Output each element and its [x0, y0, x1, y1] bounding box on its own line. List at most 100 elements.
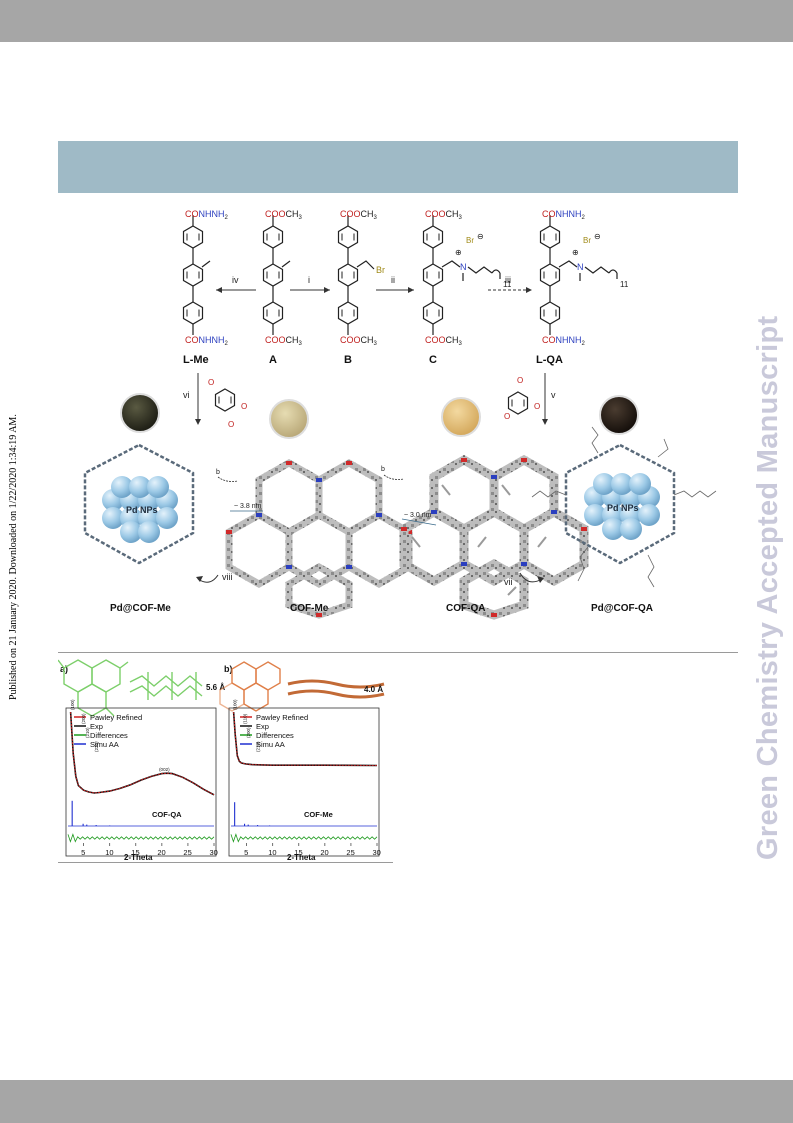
- arrow-step-v: v O O O: [504, 373, 556, 425]
- cof-qa-lattice: ~ 3.0 nm b: [381, 454, 589, 620]
- svg-text:⊖: ⊖: [477, 232, 484, 241]
- label-lqa: L-QA: [536, 354, 563, 366]
- photo-pd-cof-me-powder: [120, 393, 160, 433]
- svg-text:vi: vi: [183, 390, 190, 400]
- publication-sidebar: Published on 21 January 2020. Downloaded…: [8, 414, 19, 700]
- differences-line: [67, 833, 215, 843]
- x-tick-label: 20: [320, 848, 328, 857]
- page-header-bar: [0, 0, 793, 42]
- photo-pd-cof-qa-powder: [599, 395, 639, 435]
- pd-cof-me-structure: Pd NPs: [83, 443, 195, 565]
- svg-text:O: O: [228, 420, 234, 429]
- svg-text:⊖: ⊖: [594, 232, 601, 241]
- scheme-caption-band: [58, 141, 738, 193]
- svg-text:i: i: [308, 275, 310, 285]
- svg-text:O: O: [208, 378, 214, 387]
- chart-a-xlabel: 2-Theta: [124, 853, 153, 862]
- svg-text:Br: Br: [466, 236, 474, 245]
- peak-label: (100): [70, 699, 75, 710]
- arrow-step-vi: vi O O O: [183, 373, 247, 429]
- page-footer-bar: [0, 1080, 793, 1123]
- x-tick-label: 10: [268, 848, 276, 857]
- svg-text:COOCH3: COOCH3: [340, 335, 378, 347]
- cof-qa-model-image: [58, 659, 203, 717]
- peak-label: (200): [246, 727, 251, 738]
- peak-label: (002): [159, 767, 170, 772]
- svg-text:N: N: [460, 262, 467, 272]
- svg-text:viii: viii: [222, 572, 233, 582]
- compound-lqa: N ⊕ Br ⊖ 11 CONHNH2 CONHNH2 L-QA: [536, 209, 629, 366]
- chart-b-xlabel: 2-Theta: [287, 853, 316, 862]
- svg-text:Simu AA: Simu AA: [256, 740, 285, 749]
- x-tick-label: 5: [244, 848, 248, 857]
- label-b: B: [344, 354, 352, 366]
- svg-text:vii: vii: [504, 577, 513, 587]
- peak-label: (100): [233, 699, 238, 710]
- compound-b: Br COOCH3 COOCH3 B: [339, 209, 385, 366]
- chart-a-legend: Pawley Refined Exp Differences Simu AA: [74, 713, 142, 749]
- svg-text:Pawley Refined: Pawley Refined: [90, 713, 142, 722]
- cof-me-lattice: ~ 3.8 nm b: [216, 458, 413, 619]
- svg-text:N: N: [577, 262, 584, 272]
- x-tick-label: 25: [183, 848, 191, 857]
- chart-a-annotation: COF-QA: [152, 810, 182, 819]
- label-pd-nps-left: Pd NPs: [126, 505, 158, 515]
- x-tick-label: 30: [210, 848, 218, 857]
- label-c: C: [429, 354, 437, 366]
- svg-text:CONHNH2: CONHNH2: [185, 209, 229, 221]
- arrow-step-viii: viii: [196, 572, 233, 583]
- label-a: A: [269, 354, 277, 366]
- svg-text:Br: Br: [376, 265, 385, 275]
- svg-text:iv: iv: [232, 275, 239, 285]
- compound-c: N ⊕ Br ⊖ 11 COOCH3 COOCH3 C: [424, 209, 512, 366]
- peak-label: (220): [94, 741, 99, 752]
- compound-lme: CONHNH2 CONHNH2 L-Me: [183, 209, 229, 366]
- svg-text:CONHNH2: CONHNH2: [185, 335, 229, 347]
- x-tick-label: 5: [81, 848, 85, 857]
- svg-text:COOCH3: COOCH3: [425, 209, 463, 221]
- photo-cof-me-powder: [269, 399, 309, 439]
- svg-text:11: 11: [503, 280, 512, 289]
- arrow-step-iv: iv: [216, 275, 256, 293]
- svg-text:Pawley Refined: Pawley Refined: [256, 713, 308, 722]
- svg-text:Exp: Exp: [90, 722, 103, 731]
- panel-a: a) 5.6 Å Pawley Refined Exp Differences …: [58, 659, 225, 862]
- pawley-line: [70, 711, 215, 796]
- chart-b-legend: Pawley Refined Exp Differences Simu AA: [240, 713, 308, 749]
- svg-text:⊕: ⊕: [572, 248, 579, 257]
- svg-text:O: O: [241, 402, 247, 411]
- divider-upper: [58, 652, 738, 653]
- svg-text:COOCH3: COOCH3: [265, 335, 303, 347]
- arrow-step-i: i: [290, 275, 330, 293]
- label-cof-me: COF-Me: [290, 603, 329, 614]
- svg-text:⊕: ⊕: [455, 248, 462, 257]
- panel-b: b) 4.0 Å Pawley Refined Exp Differences …: [219, 661, 385, 862]
- svg-text:iii: iii: [505, 275, 511, 285]
- svg-text:b: b: [381, 466, 385, 473]
- x-tick-label: 30: [373, 848, 381, 857]
- x-tick-label: 15: [131, 848, 139, 857]
- peak-label: (210): [85, 727, 90, 738]
- x-tick-label: 25: [346, 848, 354, 857]
- svg-text:b: b: [216, 469, 220, 476]
- svg-text:O: O: [517, 376, 523, 385]
- svg-text:Differences: Differences: [256, 731, 294, 740]
- pd-cof-qa-structure: Pd NPs: [531, 426, 717, 588]
- synthesis-scheme: CONHNH2 CONHNH2 L-Me COOCH3 COOCH3 A Br …: [83, 209, 717, 620]
- arrow-step-ii: ii: [376, 275, 414, 293]
- pxrd-figure: a) 5.6 Å Pawley Refined Exp Differences …: [58, 659, 385, 862]
- svg-text:COOCH3: COOCH3: [265, 209, 303, 221]
- compound-a: COOCH3 COOCH3 A: [264, 209, 303, 366]
- x-tick-label: 15: [294, 848, 302, 857]
- svg-text:~ 3.0 nm: ~ 3.0 nm: [404, 512, 432, 519]
- watermark: Green Chemistry Accepted Manuscript: [752, 315, 784, 860]
- label-pd-nps-right: Pd NPs: [607, 503, 639, 513]
- svg-text:Simu AA: Simu AA: [90, 740, 119, 749]
- svg-text:Br: Br: [583, 236, 591, 245]
- svg-text:ii: ii: [391, 275, 395, 285]
- peak-label: (200): [81, 713, 86, 724]
- svg-text:v: v: [551, 390, 556, 400]
- chart-b-annotation: COF-Me: [304, 810, 333, 819]
- label-pd-cof-me: Pd@COF-Me: [110, 603, 171, 614]
